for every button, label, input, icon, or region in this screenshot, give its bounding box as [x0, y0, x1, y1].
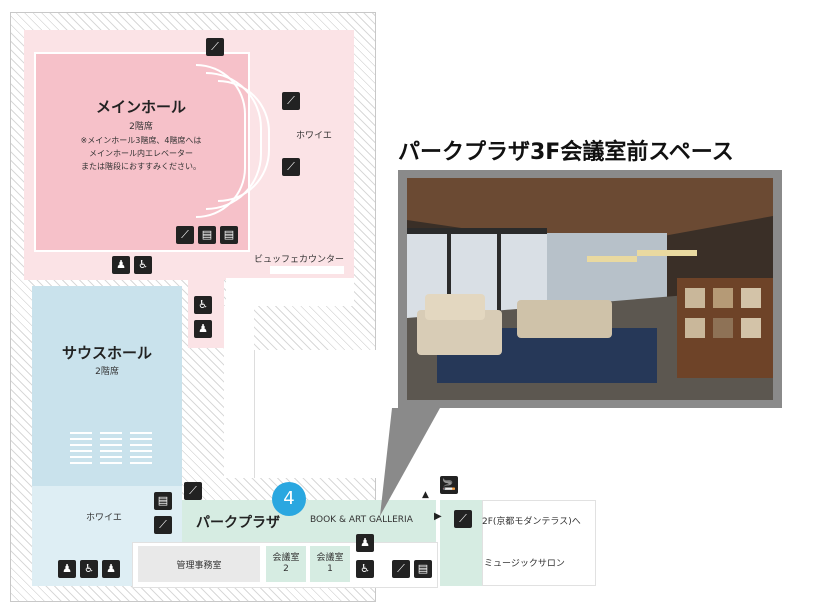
main-hall-title: メインホール: [95, 98, 186, 116]
office-room[interactable]: [138, 546, 260, 582]
seat-row: [70, 462, 92, 464]
escalator-icon[interactable]: ⟋: [184, 482, 202, 500]
restroom-icon[interactable]: ♟: [356, 534, 374, 552]
buffet-counter-label: ビュッフェカウンター: [254, 255, 345, 265]
callout-pointer: [380, 408, 440, 516]
seat-row: [100, 444, 122, 446]
main-hall-note-1: ※メインホール3階席、4階席へは: [80, 136, 202, 145]
escalator-icon[interactable]: ⟋: [154, 516, 172, 534]
park-plaza-photo: [407, 178, 773, 400]
up-triangle-icon: ▲: [422, 490, 429, 500]
meeting-room-1[interactable]: [310, 546, 350, 582]
accessible-restroom-icon[interactable]: ♿: [194, 296, 212, 314]
to-2f-label: 2F(京都モダンテラス)へ: [482, 517, 581, 527]
book-art-label: BOOK & ART GALLERIA: [310, 515, 413, 525]
seat-row: [100, 450, 122, 452]
callout-title: パークプラザ3F会議室前スペース: [398, 140, 734, 165]
foyer-upper-label: ホワイエ: [296, 131, 332, 141]
arrow-right-icon: ▶: [434, 511, 442, 522]
south-hall[interactable]: [32, 286, 182, 486]
restroom-icon[interactable]: ♟: [58, 560, 76, 578]
main-hall-note-3: または階段におすすみください。: [81, 162, 201, 171]
accessible-restroom-icon[interactable]: ♿: [356, 560, 374, 578]
seat-row: [70, 456, 92, 458]
elevator-icon[interactable]: ▤: [154, 492, 172, 510]
seat-row: [130, 456, 152, 458]
accessible-restroom-icon[interactable]: ♿: [80, 560, 98, 578]
escalator-icon[interactable]: ⟋: [454, 510, 472, 528]
seat-row: [130, 438, 152, 440]
music-salon-label: ミュージックサロン: [484, 559, 565, 569]
foyer-lower-label: ホワイエ: [86, 513, 122, 523]
seat-row: [130, 432, 152, 434]
elevator-icon[interactable]: ▤: [414, 560, 432, 578]
seat-row: [130, 462, 152, 464]
seat-row: [70, 438, 92, 440]
elevator-icon[interactable]: ▤: [220, 226, 238, 244]
escalator-icon[interactable]: ⟋: [206, 38, 224, 56]
upper-white-wing: [224, 306, 254, 478]
escalator-icon[interactable]: ⟋: [392, 560, 410, 578]
main-hall-floor: 2階席: [129, 122, 153, 132]
upper-white-wing-bottom: [254, 350, 378, 478]
restroom-icon[interactable]: ♟: [112, 256, 130, 274]
south-hall-floor: 2階席: [95, 367, 119, 377]
south-hall-title: サウスホール: [61, 344, 152, 362]
seat-row: [100, 462, 122, 464]
restroom-icon[interactable]: ♟: [194, 320, 212, 338]
park-plaza-label: パークプラザ: [196, 515, 280, 531]
seat-row: [100, 432, 122, 434]
accessible-restroom-icon[interactable]: ♿: [134, 256, 152, 274]
buffet-counter: [270, 266, 344, 274]
seat-row: [130, 444, 152, 446]
seat-row: [130, 450, 152, 452]
escalator-icon[interactable]: ⟋: [176, 226, 194, 244]
location-marker-4[interactable]: 4: [272, 482, 306, 516]
seat-row: [70, 450, 92, 452]
restroom-icon[interactable]: ♟: [102, 560, 120, 578]
seat-row: [100, 456, 122, 458]
elevator-icon[interactable]: ▤: [198, 226, 216, 244]
seat-row: [70, 432, 92, 434]
park-plaza-corridor[interactable]: [182, 500, 436, 542]
office-label: 管理事務室: [176, 561, 222, 571]
seat-row: [100, 438, 122, 440]
meeting-room-2[interactable]: [266, 546, 306, 582]
east-outline: [482, 500, 596, 586]
meeting-room-1-number: 1: [327, 564, 333, 574]
meeting-room-1-label: 会議室: [316, 553, 344, 563]
buffet-gap: [226, 278, 354, 306]
meeting-room-2-label: 会議室: [272, 553, 300, 563]
seat-row: [70, 444, 92, 446]
smoking-area-icon[interactable]: 🚬: [440, 476, 458, 494]
escalator-icon[interactable]: ⟋: [282, 158, 300, 176]
escalator-icon[interactable]: ⟋: [282, 92, 300, 110]
meeting-room-2-number: 2: [283, 564, 289, 574]
main-hall-note-2: メインホール内エレベーター: [89, 149, 193, 158]
